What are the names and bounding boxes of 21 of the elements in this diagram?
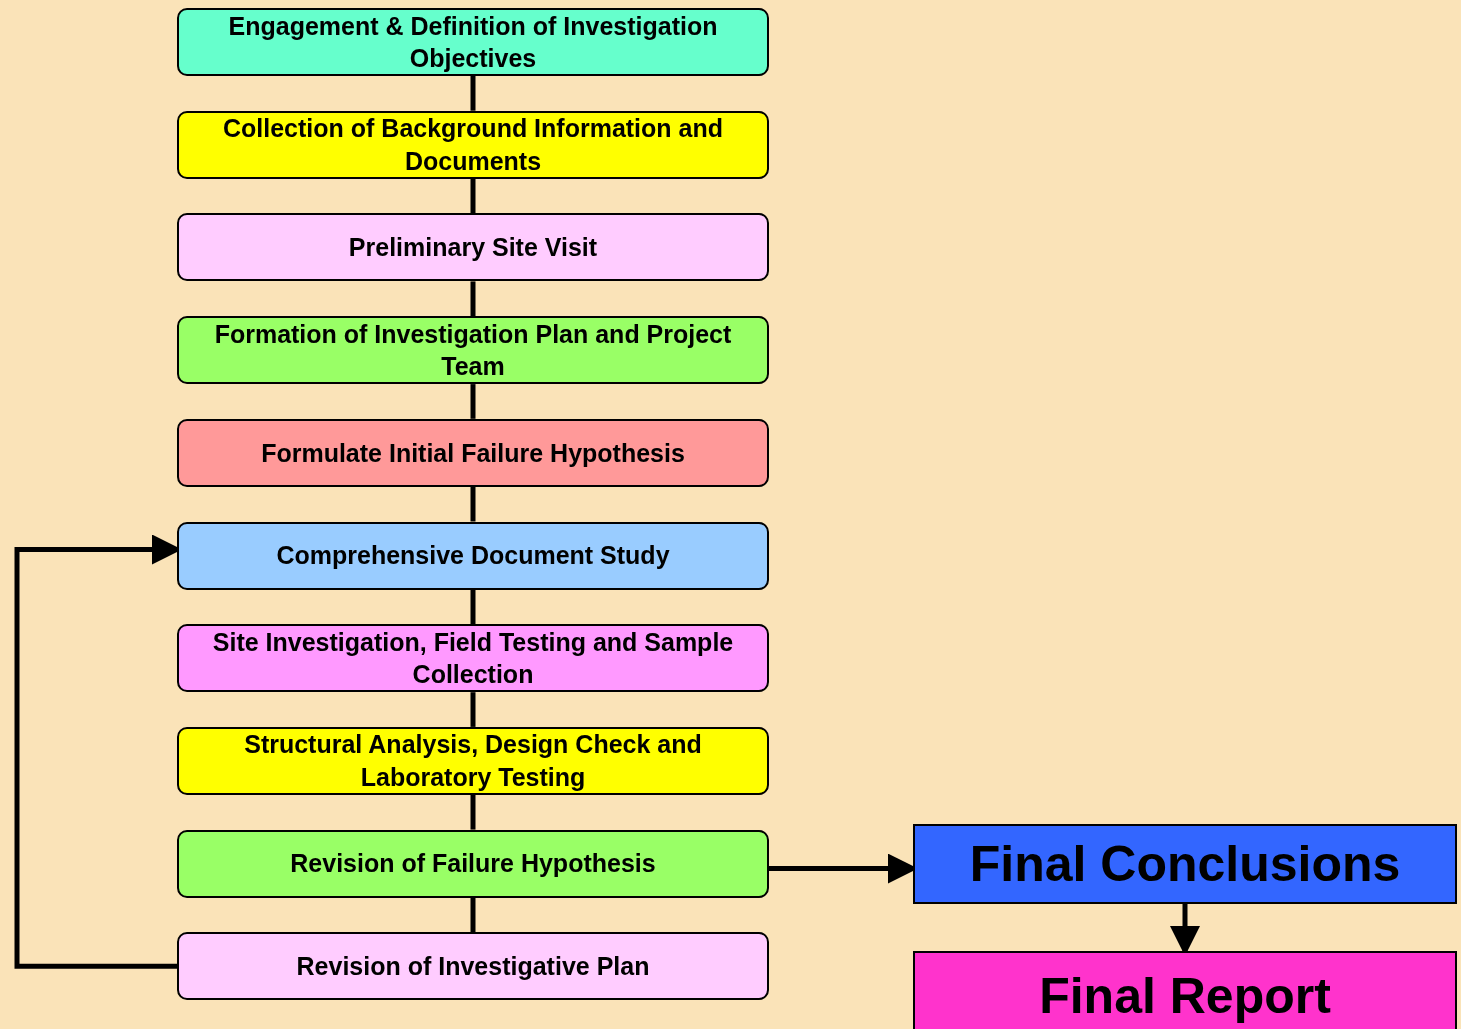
connector-line (470, 178, 476, 214)
connector-line (470, 281, 476, 317)
process-box: Preliminary Site Visit (177, 213, 769, 282)
process-box: Comprehensive Document Study (177, 521, 769, 590)
connector-line (470, 589, 476, 625)
result-box: Final Conclusions (913, 824, 1457, 904)
process-box: Revision of Failure Hypothesis (177, 829, 769, 898)
connector-line (470, 76, 476, 111)
connector-line (470, 794, 476, 830)
process-box: Site Investigation, Field Testing and Sample Collection (177, 624, 769, 693)
connector-line (470, 384, 476, 419)
process-box: Formulate Initial Failure Hypothesis (177, 418, 769, 487)
connector-line (470, 486, 476, 522)
process-box: Collection of Background Information and Documents (177, 110, 769, 179)
result-box: Final Report (913, 951, 1457, 1029)
connector-line (470, 897, 476, 933)
process-box: Structural Analysis, Design Check and Laboratory Testing (177, 726, 769, 795)
connector-line (470, 692, 476, 727)
process-box: Formation of Investigation Plan and Project Team (177, 316, 769, 385)
process-box: Engagement & Definition of Investigation Objectives (177, 8, 769, 76)
process-box: Revision of Investigative Plan (177, 932, 769, 1001)
